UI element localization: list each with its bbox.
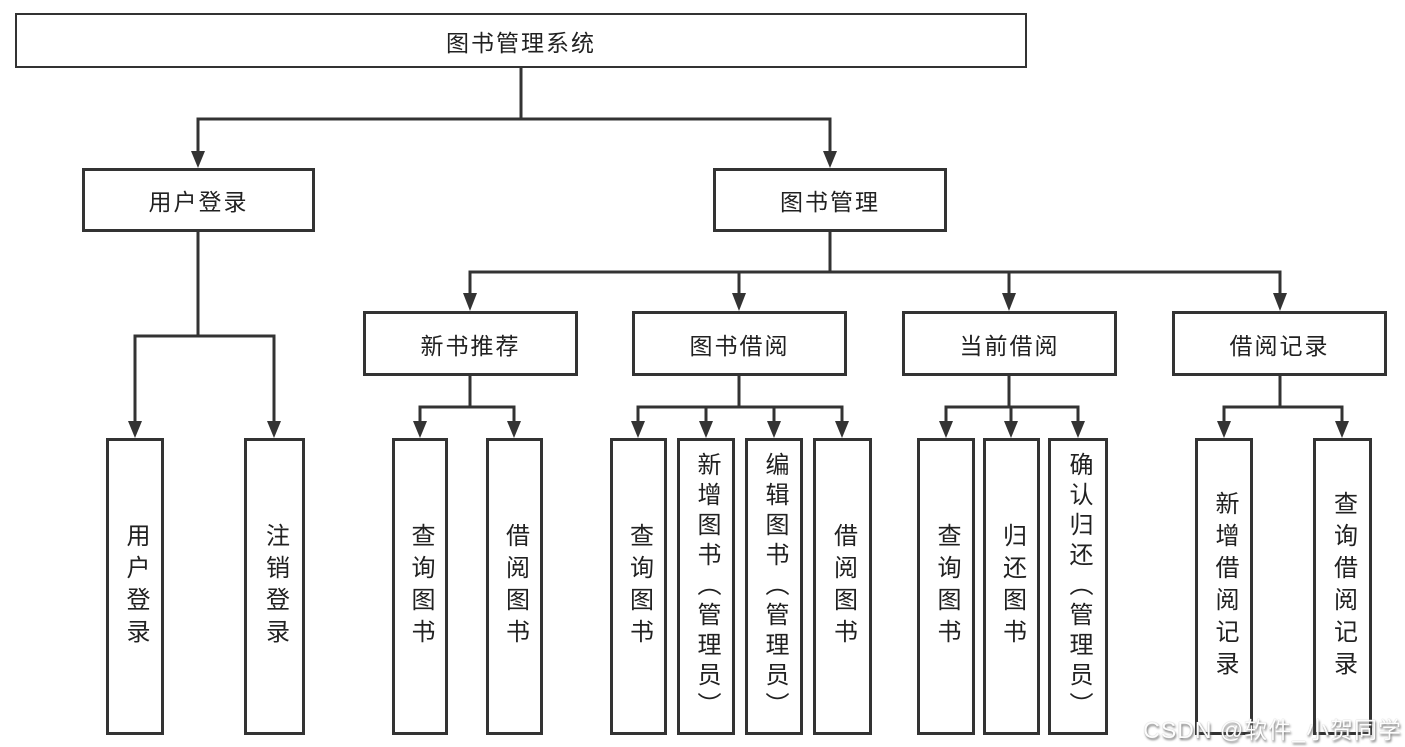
node-book-borrow: 图书借阅 (632, 311, 847, 376)
leaf-return-books: 归还图书 (983, 438, 1040, 735)
leaf-add-borrow-record: 新增借阅记录 (1195, 438, 1253, 735)
connector-user-login-children (128, 232, 281, 438)
leaf-borrow-books-recommend: 借阅图书 (486, 438, 543, 735)
node-new-book-recommend: 新书推荐 (363, 311, 578, 376)
connector-current-borrow-children (939, 376, 1085, 438)
node-current-borrow: 当前借阅 (902, 311, 1117, 376)
connector-book-borrow-children (631, 376, 849, 438)
leaf-edit-books-admin: 编辑图书（管理员） (745, 438, 803, 735)
node-user-login: 用户登录 (82, 168, 315, 232)
leaf-borrow-books: 借阅图书 (813, 438, 872, 735)
leaf-query-books-recommend: 查询图书 (392, 438, 448, 735)
connector-new-book-recommend-children (413, 376, 521, 438)
connector-book-management-children (463, 232, 1287, 311)
connector-borrow-records-children (1217, 376, 1349, 438)
leaf-add-books-admin: 新增图书（管理员） (677, 438, 735, 735)
node-library-management-system: 图书管理系统 (15, 13, 1027, 68)
leaf-query-books-borrow: 查询图书 (610, 438, 667, 735)
node-borrow-records: 借阅记录 (1172, 311, 1387, 376)
leaf-logout-login: 注销登录 (244, 438, 305, 735)
leaf-query-borrow-record: 查询借阅记录 (1313, 438, 1372, 735)
leaf-user-login: 用户登录 (106, 438, 164, 735)
leaf-confirm-return-admin: 确认归还（管理员） (1048, 438, 1108, 735)
node-book-management: 图书管理 (713, 168, 947, 232)
connector-root-to-level2 (191, 68, 837, 168)
leaf-query-books-current: 查询图书 (917, 438, 975, 735)
csdn-watermark: CSDN @软件_小贺同学 (1143, 717, 1402, 743)
